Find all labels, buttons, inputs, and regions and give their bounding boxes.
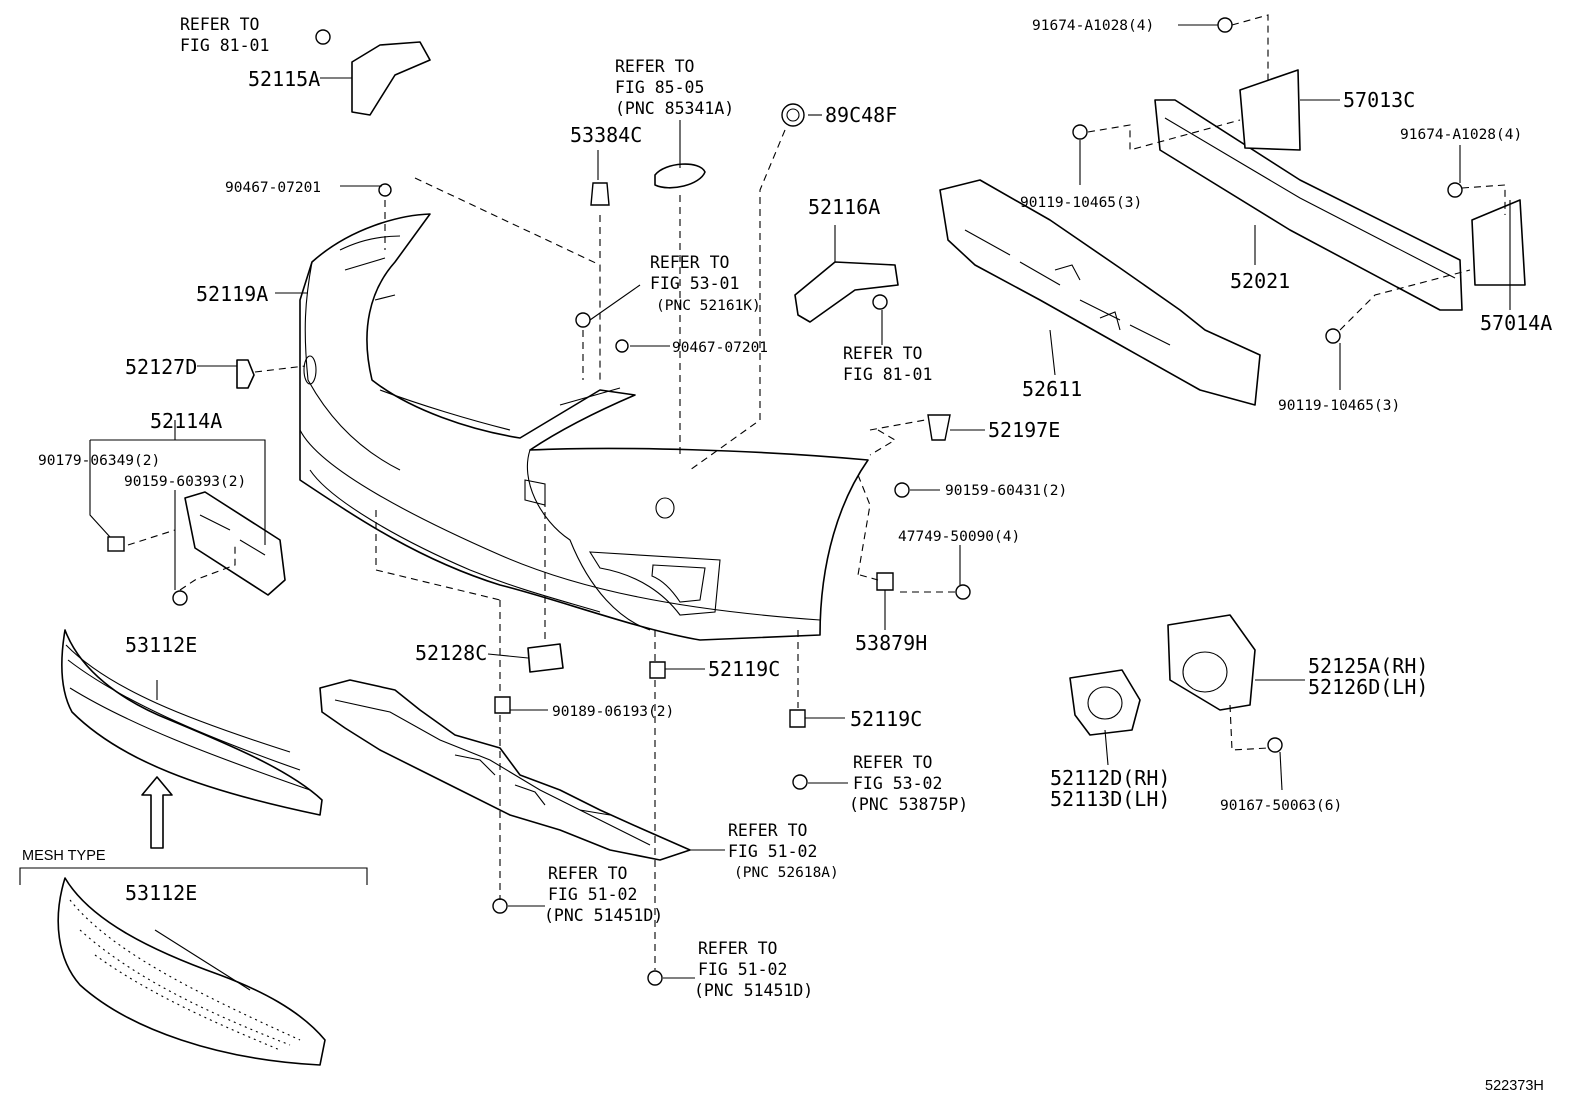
part-label-52112D: 52112D(RH) — [1050, 766, 1170, 790]
ref-label-3a: REFER TO — [650, 253, 729, 272]
part-label-52197E: 52197E — [988, 418, 1060, 442]
ref-label-1b: FIG 81-01 — [180, 36, 269, 55]
part-label-52116A: 52116A — [808, 195, 880, 219]
leader-lines — [19, 24, 1511, 991]
part-label-52125A: 52125A(RH) — [1308, 654, 1428, 678]
mesh-grille — [57, 877, 326, 1066]
ref-label-8b: FIG 51-02 — [698, 960, 787, 979]
part-label-91674b: 91674-A1028(4) — [1400, 127, 1522, 143]
side-bracket-52115A — [315, 29, 431, 116]
assembly-dash-lines — [127, 14, 1506, 970]
bumper-reinforcement — [1154, 69, 1526, 311]
part-label-52114A: 52114A — [150, 409, 222, 433]
part-labels: REFER TO FIG 81-01 52115A 52119A 52127D … — [22, 15, 1552, 1094]
energy-absorber — [939, 179, 1261, 406]
part-label-52127D: 52127D — [125, 355, 197, 379]
part-label-90167: 90167-50063(6) — [1220, 798, 1342, 814]
part-label-52611: 52611 — [1022, 377, 1082, 401]
side-bracket-52116A — [794, 261, 899, 323]
part-label-89C48F: 89C48F — [825, 103, 897, 127]
part-label-53112E-mesh: 53112E — [125, 881, 197, 905]
ref-label-5c: (PNC 53875P) — [849, 795, 968, 814]
part-label-90179: 90179-06349(2) — [38, 453, 160, 469]
part-label-90467b: 90467-07201 — [672, 340, 768, 356]
part-label-52128C: 52128C — [415, 641, 487, 665]
ref-label-1a: REFER TO — [180, 15, 259, 34]
ref-label-4a: REFER TO — [843, 344, 922, 363]
part-label-53879H: 53879H — [855, 631, 927, 655]
ref-label-2c: (PNC 85341A) — [615, 99, 734, 118]
washer-cover — [236, 103, 805, 673]
fog-lamp-bracket — [1167, 614, 1256, 711]
part-label-90119b: 90119-10465(3) — [1278, 398, 1400, 414]
part-label-47749: 47749-50090(4) — [898, 529, 1020, 545]
fog-lamp-bezel — [1069, 669, 1141, 736]
part-label-52021: 52021 — [1230, 269, 1290, 293]
figure-number: 522373H — [1485, 1078, 1544, 1094]
ref-label-6b: FIG 51-02 — [728, 842, 817, 861]
ref-label-3c: (PNC 52161K) — [656, 298, 761, 314]
part-label-91674a: 91674-A1028(4) — [1032, 18, 1154, 34]
ref-label-5b: FIG 53-02 — [853, 774, 942, 793]
part-label-90159b: 90159-60431(2) — [945, 483, 1067, 499]
ref-label-2a: REFER TO — [615, 57, 694, 76]
part-label-90159a: 90159-60393(2) — [124, 474, 246, 490]
ref-label-6c: (PNC 52618A) — [734, 865, 839, 881]
part-label-90467a: 90467-07201 — [225, 180, 321, 196]
part-label-52119C-a: 52119C — [708, 657, 780, 681]
ref-label-4b: FIG 81-01 — [843, 365, 932, 384]
ref-label-7b: FIG 51-02 — [548, 885, 637, 904]
part-label-57013C: 57013C — [1343, 88, 1415, 112]
mesh-type-label: MESH TYPE — [22, 848, 106, 864]
ref-label-3b: FIG 53-01 — [650, 274, 739, 293]
license-bracket — [107, 491, 286, 596]
ref-label-8a: REFER TO — [698, 939, 777, 958]
lower-grille — [61, 629, 323, 816]
ref-label-7c: (PNC 51451D) — [544, 906, 663, 925]
bumper-cover — [299, 213, 869, 641]
part-label-52113D: 52113D(LH) — [1050, 787, 1170, 811]
fasteners — [172, 17, 1463, 986]
part-label-52119A: 52119A — [196, 282, 268, 306]
part-label-52115A: 52115A — [248, 67, 320, 91]
ref-label-5a: REFER TO — [853, 753, 932, 772]
part-label-52119C-b: 52119C — [850, 707, 922, 731]
part-label-90189: 90189-06193(2) — [552, 704, 674, 720]
part-label-90119a: 90119-10465(3) — [1020, 195, 1142, 211]
part-label-52126D: 52126D(LH) — [1308, 675, 1428, 699]
ref-label-8c: (PNC 51451D) — [694, 981, 813, 1000]
part-label-53112E-top: 53112E — [125, 633, 197, 657]
part-label-53384C: 53384C — [570, 123, 642, 147]
ref-label-7a: REFER TO — [548, 864, 627, 883]
up-arrow-icon — [141, 776, 173, 849]
ref-label-2b: FIG 85-05 — [615, 78, 704, 97]
part-label-57014A: 57014A — [1480, 311, 1552, 335]
ref-label-6a: REFER TO — [728, 821, 807, 840]
